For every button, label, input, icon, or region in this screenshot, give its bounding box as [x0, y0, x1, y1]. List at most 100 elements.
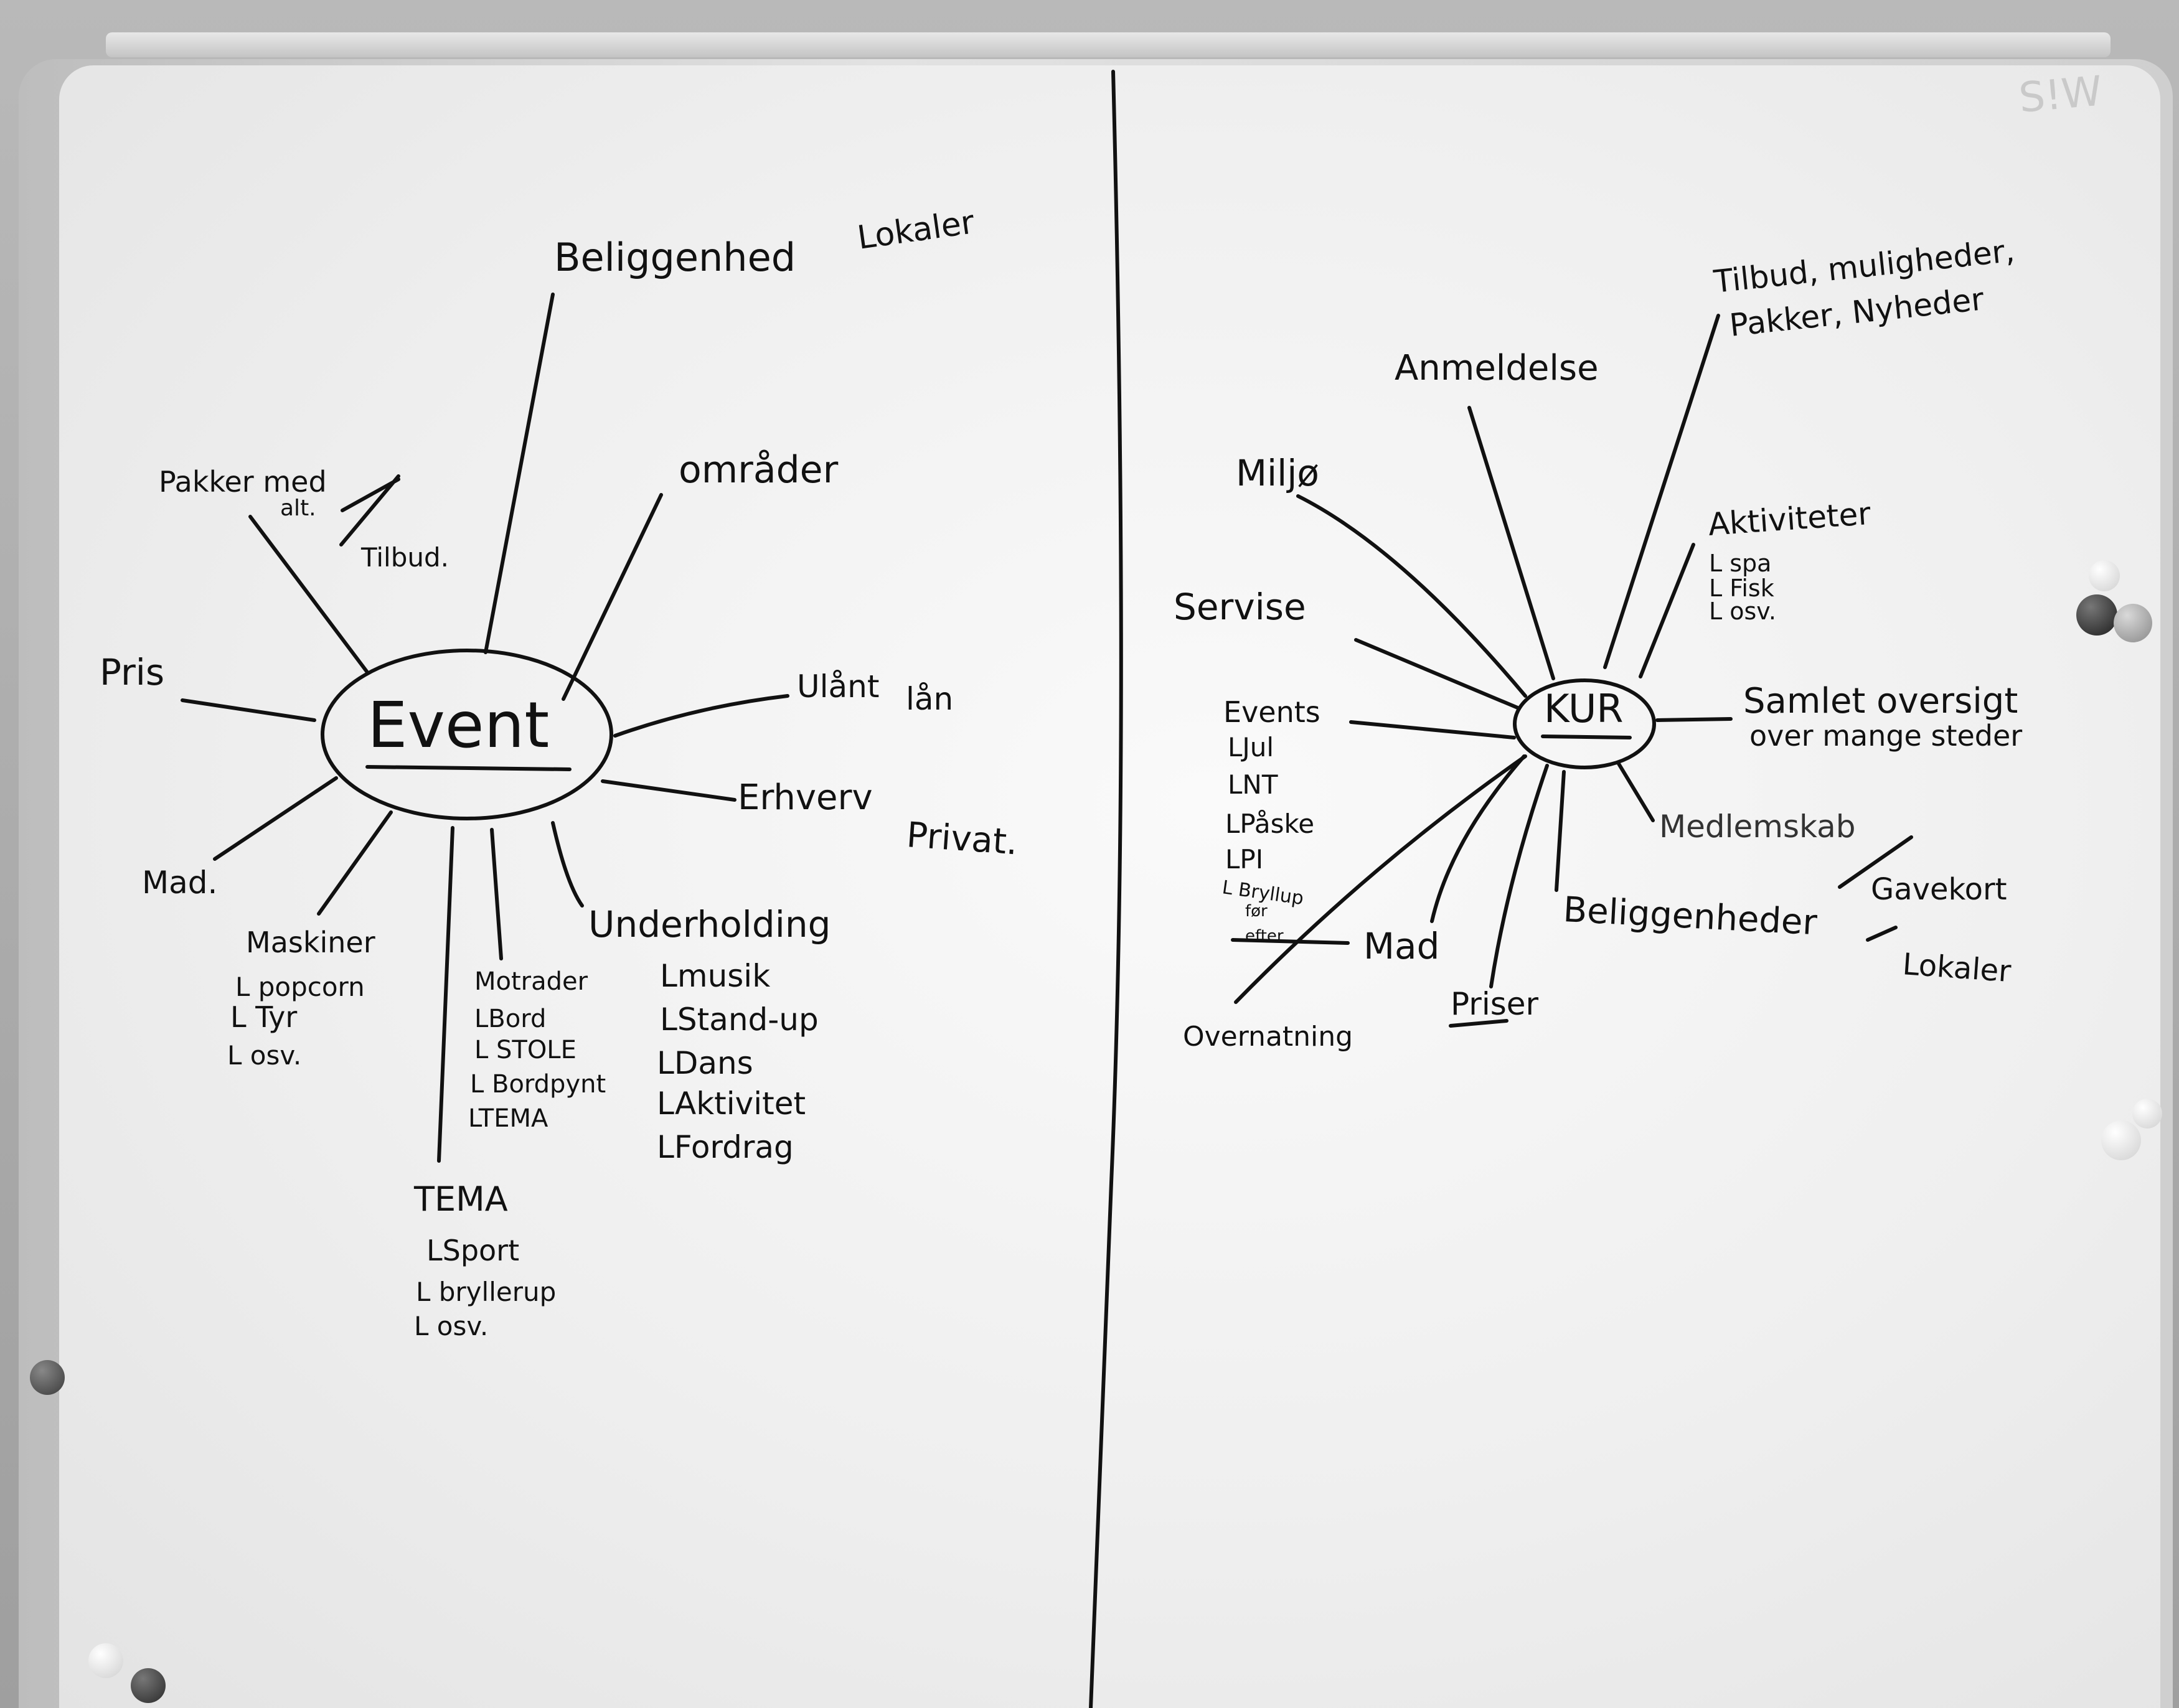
magnet-right-white-2[interactable]	[2101, 1120, 2141, 1160]
label-pakker-line1: Pakker med	[159, 465, 327, 499]
label-miljo: Miljø	[1236, 452, 1319, 494]
underholding-item-1: Lmusik	[660, 958, 770, 994]
motrader-item-2: L STOLE	[474, 1036, 577, 1064]
label-mad-event: Mad.	[142, 865, 217, 901]
aktiviteter-item-1: L spa	[1709, 550, 1771, 577]
label-events: Events	[1223, 695, 1320, 729]
label-maskiner: Maskiner	[246, 926, 375, 959]
edge-miljo	[1296, 494, 1527, 698]
aktiviteter-item-2: L Fisk	[1709, 575, 1774, 602]
events-item-6: før	[1245, 902, 1268, 921]
label-mad-kur: Mad	[1363, 925, 1439, 967]
tema-item-3: L osv.	[414, 1311, 488, 1341]
edge-samlet	[1655, 717, 1733, 722]
label-tema: TEMA	[413, 1180, 508, 1219]
kur-underline	[1541, 734, 1632, 739]
edge-medlemskab	[1617, 762, 1655, 822]
motrader-item-1: LBord	[474, 1005, 546, 1033]
whiteboard-surface	[59, 65, 2160, 1708]
lokaler-slash	[1866, 926, 1898, 942]
kur-center-label: KUR	[1544, 686, 1623, 731]
aktiviteter-item-3: L osv.	[1709, 598, 1776, 625]
event-center-label: Event	[367, 688, 549, 762]
tema-item-1: LSport	[426, 1234, 519, 1267]
label-aktiviteter: Aktiviteter	[1707, 495, 1872, 543]
events-item-2: LNT	[1228, 769, 1278, 800]
label-omrader: områder	[679, 448, 839, 492]
label-gavekort: Gavekort	[1871, 872, 2007, 907]
edge-aktiviteter	[1639, 543, 1695, 678]
edge-tilbud	[1603, 314, 1720, 669]
events-item-3: LPåske	[1225, 809, 1314, 839]
edge-maskiner	[317, 810, 393, 916]
magnet-grey[interactable]	[2114, 604, 2152, 642]
edge-pakker	[248, 515, 369, 674]
underholding-item-3: LDans	[657, 1045, 753, 1081]
edge-beliggenheder	[1555, 770, 1566, 892]
tilbud-slash	[339, 474, 400, 547]
label-erhverv: Erhverv	[738, 777, 873, 818]
label-motrader: Motrader	[474, 967, 588, 996]
motrader-item-3: L Bordpynt	[470, 1070, 606, 1099]
priser-underline	[1449, 1019, 1508, 1028]
events-strike	[1231, 938, 1350, 945]
label-ulant: Ulånt	[797, 669, 879, 705]
event-map-labels: Event Beliggenhed Lokaler områder Pakker…	[100, 204, 1019, 1341]
label-overnatning: Overnatning	[1183, 1021, 1353, 1053]
magnet-bottom-white[interactable]	[88, 1643, 123, 1678]
edge-pris	[181, 698, 316, 722]
label-lan: lån	[906, 681, 953, 717]
underholding-item-4: LAktivitet	[657, 1086, 806, 1122]
edge-anmeldelse	[1467, 406, 1555, 680]
events-item-1: LJul	[1228, 732, 1274, 762]
label-beliggenhed: Beliggenhed	[554, 235, 796, 280]
magnet-left-dark[interactable]	[30, 1360, 65, 1395]
corner-mark: S!W	[2017, 67, 2104, 122]
magnet-top-right-white[interactable]	[2089, 560, 2120, 591]
label-samlet-line1: Samlet oversigt	[1743, 681, 2018, 721]
kur-center-ellipse	[1513, 678, 1656, 769]
edge-servise	[1354, 638, 1521, 710]
label-underholding: Underholding	[588, 903, 831, 946]
label-samlet-line2: over mange steder	[1749, 719, 2022, 753]
edge-priser	[1489, 764, 1549, 988]
maskiner-item-1: L popcorn	[235, 972, 365, 1002]
edge-omrader	[562, 493, 663, 701]
label-servise: Servise	[1174, 586, 1306, 628]
events-item-7: efter	[1245, 927, 1284, 946]
label-lokaler-event: Lokaler	[855, 204, 977, 257]
marker-tray	[106, 32, 2111, 57]
edge-tema	[437, 826, 454, 1163]
ink-strokes	[181, 70, 1913, 1708]
events-item-4: LPI	[1225, 844, 1263, 875]
label-lokaler-kur: Lokaler	[1901, 947, 2012, 989]
label-priser: Priser	[1451, 986, 1539, 1022]
maskiner-item-3: L osv.	[227, 1040, 301, 1071]
event-underline	[365, 765, 572, 771]
magnet-right-white-1[interactable]	[2132, 1099, 2162, 1128]
divider-line	[1089, 70, 1123, 1708]
edge-mad	[213, 776, 338, 861]
gavekort-slash	[1838, 835, 1913, 889]
label-medlemskab: Medlemskab	[1659, 809, 1856, 845]
magnet-dark[interactable]	[2076, 594, 2117, 636]
magnet-bottom-dark[interactable]	[131, 1668, 166, 1703]
label-anmeldelse: Anmeldelse	[1395, 348, 1599, 388]
edge-events	[1349, 720, 1516, 739]
label-pris: Pris	[100, 651, 164, 693]
edge-motrader	[490, 828, 503, 960]
label-pakker-line2: alt.	[280, 495, 316, 521]
label-tilbud-event: Tilbud.	[360, 542, 449, 573]
maskiner-item-2: L Tyr	[230, 1000, 297, 1034]
edge-underholding	[551, 821, 584, 908]
event-center-ellipse	[321, 649, 613, 820]
underholding-item-2: LStand-up	[660, 1002, 819, 1038]
edge-ulant	[613, 694, 789, 738]
edge-overnatning	[1234, 754, 1527, 1004]
underholding-item-5: LFordrag	[657, 1129, 794, 1165]
label-privat: Privat.	[905, 815, 1019, 863]
edge-beliggenhed	[484, 293, 555, 654]
motrader-item-4: LTEMA	[468, 1104, 548, 1133]
edge-erhverv	[601, 779, 737, 802]
